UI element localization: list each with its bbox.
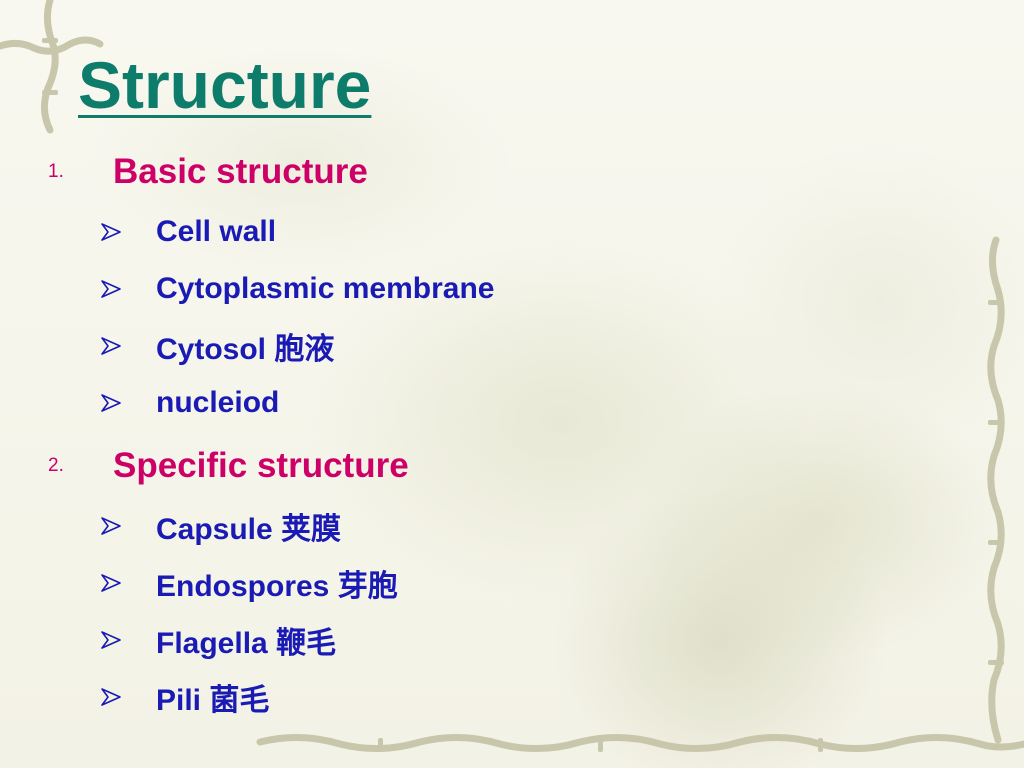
- section-number: 1.: [48, 161, 64, 182]
- chevron-arrow-bullet-icon: [100, 573, 156, 593]
- bullet-text: Pili 菌毛: [156, 684, 270, 717]
- bullet-text: Cytoplasmic membrane: [156, 272, 495, 305]
- section-heading-row: 2. Specific structure: [48, 446, 409, 486]
- bullet-text: Cytosol 胞液: [156, 333, 335, 366]
- chevron-arrow-bullet-icon: [100, 516, 156, 536]
- slide-title: Structure: [78, 48, 372, 122]
- chevron-arrow-bullet-icon: [100, 222, 156, 242]
- list-item: Cytoplasmic membrane: [100, 271, 494, 307]
- list-item: Flagella 鞭毛: [100, 622, 336, 660]
- chevron-arrow-bullet-icon: [100, 687, 156, 707]
- section-number: 2.: [48, 455, 64, 476]
- bullet-text: Capsule 荚膜: [156, 513, 342, 546]
- list-item: Capsule 荚膜: [100, 508, 341, 546]
- section-heading: Basic structure: [113, 152, 368, 191]
- chevron-arrow-bullet-icon: [100, 630, 156, 650]
- chevron-arrow-bullet-icon: [100, 393, 156, 413]
- list-item: Pili 菌毛: [100, 679, 269, 717]
- bullet-text: Endospores 芽胞: [156, 570, 398, 603]
- list-item: nucleiod: [100, 385, 279, 421]
- list-item: Endospores 芽胞: [100, 565, 398, 603]
- bullet-text: nucleiod: [156, 386, 280, 419]
- bullet-text: Flagella 鞭毛: [156, 627, 337, 660]
- bullet-text: Cell wall: [156, 215, 277, 248]
- chevron-arrow-bullet-icon: [100, 279, 156, 299]
- list-item: Cell wall: [100, 214, 276, 250]
- section-heading: Specific structure: [113, 446, 409, 485]
- section-heading-row: 1. Basic structure: [48, 152, 368, 192]
- chevron-arrow-bullet-icon: [100, 336, 156, 356]
- list-item: Cytosol 胞液: [100, 328, 334, 366]
